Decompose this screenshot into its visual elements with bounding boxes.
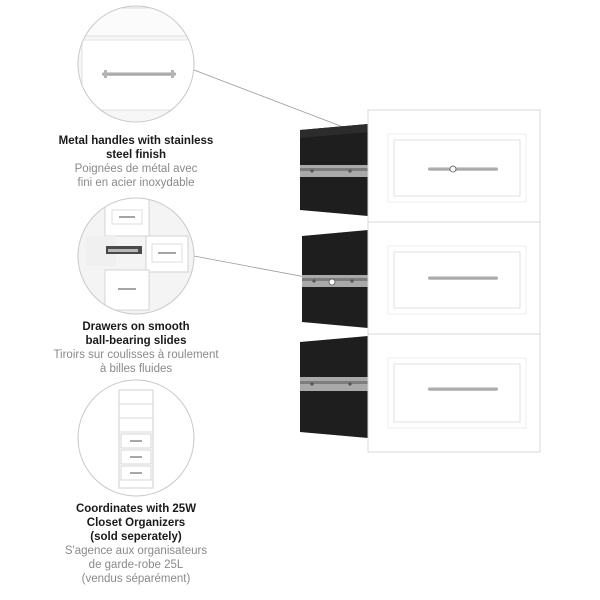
caption-english: Coordinates with 25W Closet Organizers (… [36, 502, 236, 544]
caption-text: Metal handles with stainless [58, 135, 214, 147]
caption-text: fini en acier inoxydable [77, 177, 195, 189]
caption-text: à billes fluides [99, 363, 173, 375]
caption-text: S'agence aux organisateurs [64, 545, 208, 557]
caption-text: Closet Organizers [86, 517, 186, 529]
caption-english: Drawers on smooth ball-bearing slides [36, 320, 236, 348]
handle-closeup-icon [77, 5, 195, 123]
caption-french: Tiroirs sur coulisses à roulement à bill… [36, 348, 236, 376]
caption-french: Poignées de métal avec fini en acier ino… [36, 162, 236, 190]
caption-english: Metal handles with stainless steel finis… [36, 134, 236, 162]
caption-text: (vendus séparément) [81, 573, 191, 585]
drawer-cabinet [300, 109, 541, 453]
feature-caption-slides: Drawers on smooth ball-bearing slides Ti… [36, 320, 236, 376]
feature-caption-handles: Metal handles with stainless steel finis… [36, 134, 236, 190]
feature-caption-coordinates: Coordinates with 25W Closet Organizers (… [36, 502, 236, 586]
caption-french: S'agence aux organisateurs de garde-robe… [36, 544, 236, 586]
caption-text: Drawers on smooth [82, 321, 190, 333]
open-drawer-closeup-icon [77, 197, 195, 315]
drawer-middle [302, 221, 541, 335]
drawer-bottom [300, 333, 541, 453]
caption-text: Poignées de métal avec [74, 163, 198, 175]
caption-text: de garde-robe 25L [88, 559, 184, 571]
caption-text: Coordinates with 25W [75, 503, 197, 515]
caption-text: ball-bearing slides [85, 335, 187, 347]
caption-text: (sold seperately) [90, 531, 182, 543]
drawer-top [300, 109, 541, 223]
caption-text: steel finish [105, 149, 167, 161]
closet-organizer-thumbnail-icon [77, 379, 195, 497]
caption-text: Tiroirs sur coulisses à roulement [53, 349, 219, 361]
